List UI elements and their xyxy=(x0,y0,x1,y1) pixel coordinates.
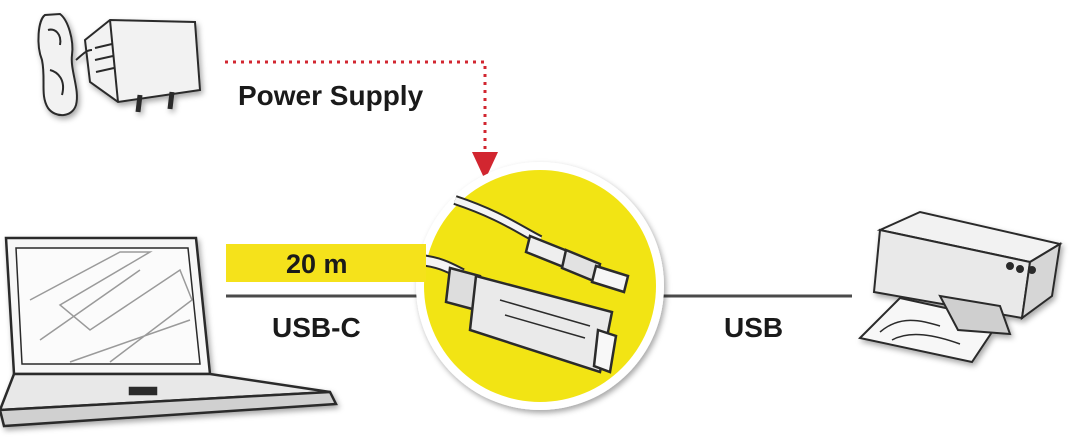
cable-length-label: 20 m xyxy=(286,249,348,279)
laptop-icon xyxy=(0,236,338,428)
cable-length-highlight xyxy=(226,244,426,282)
power-arrow-head xyxy=(472,152,498,180)
usb-c-label: USB-C xyxy=(272,312,361,343)
power-adapter-icon xyxy=(37,12,202,117)
printer-icon xyxy=(857,210,1063,364)
usb-extender-cable-icon xyxy=(416,162,664,410)
power-supply-label: Power Supply xyxy=(238,80,424,111)
usb-label: USB xyxy=(724,312,784,343)
